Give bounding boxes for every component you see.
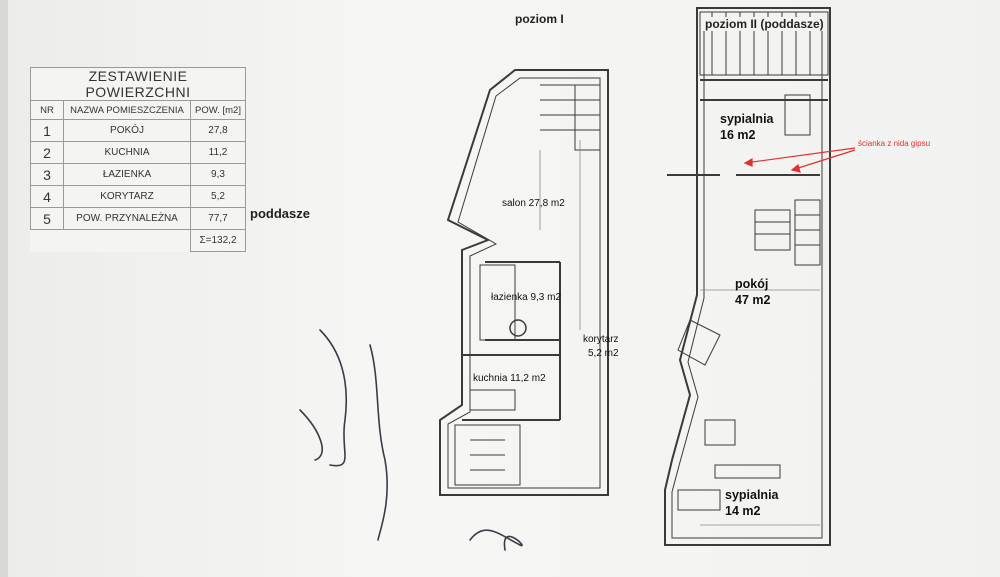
row-area: 11,2 bbox=[190, 141, 246, 164]
level2-outline bbox=[664, 7, 831, 546]
table-row: 2 KUCHNIA 11,2 bbox=[30, 141, 246, 164]
room-label-pokoj: pokój 47 m2 bbox=[735, 277, 771, 307]
room-label-salon: salon 27,8 m2 bbox=[502, 198, 565, 209]
table-row: 4 KORYTARZ 5,2 bbox=[30, 185, 246, 208]
row-name: POW. PRZYNALEŻNA bbox=[63, 207, 191, 230]
table-title: ZESTAWIENIE POWIERZCHNI bbox=[30, 67, 246, 101]
level1-outline bbox=[439, 69, 609, 496]
level2-title: poziom II (poddasze) bbox=[703, 17, 826, 31]
table-row: 1 POKÓJ 27,8 bbox=[30, 119, 246, 142]
handwritten-signatures bbox=[299, 329, 523, 551]
drywall-annotation: ścianka z nida gipsu bbox=[858, 139, 931, 148]
table-total-row: Σ=132,2 bbox=[31, 229, 246, 252]
table-row: 5 POW. PRZYNALEŻNA 77,7 bbox=[30, 207, 246, 230]
room-label-sypialnia-bottom: sypialnia 14 m2 bbox=[725, 488, 779, 518]
room-label-kuchnia: kuchnia 11,2 m2 bbox=[473, 373, 546, 384]
level1-inner-outline bbox=[447, 77, 601, 489]
level2-inner-outline bbox=[671, 17, 823, 539]
row-area: 5,2 bbox=[190, 185, 246, 208]
level1-title: poziom I bbox=[515, 12, 564, 26]
room-label-korytarz: korytarz bbox=[583, 334, 619, 345]
paper-edge bbox=[0, 0, 8, 577]
room-label-korytarz-area: 5,2 m2 bbox=[588, 348, 619, 359]
poddasze-label: poddasze bbox=[250, 206, 310, 221]
area-summary-table: ZESTAWIENIE POWIERZCHNI NR NAZWA POMIESZ… bbox=[30, 67, 246, 252]
annotation-arrow bbox=[791, 149, 856, 171]
annotation-arrow bbox=[744, 147, 856, 164]
total-area: Σ=132,2 bbox=[190, 229, 246, 252]
room-label-lazienka: łazienka 9,3 m2 bbox=[491, 292, 562, 303]
room-label-sypialnia-top: sypialnia 16 m2 bbox=[720, 112, 774, 142]
